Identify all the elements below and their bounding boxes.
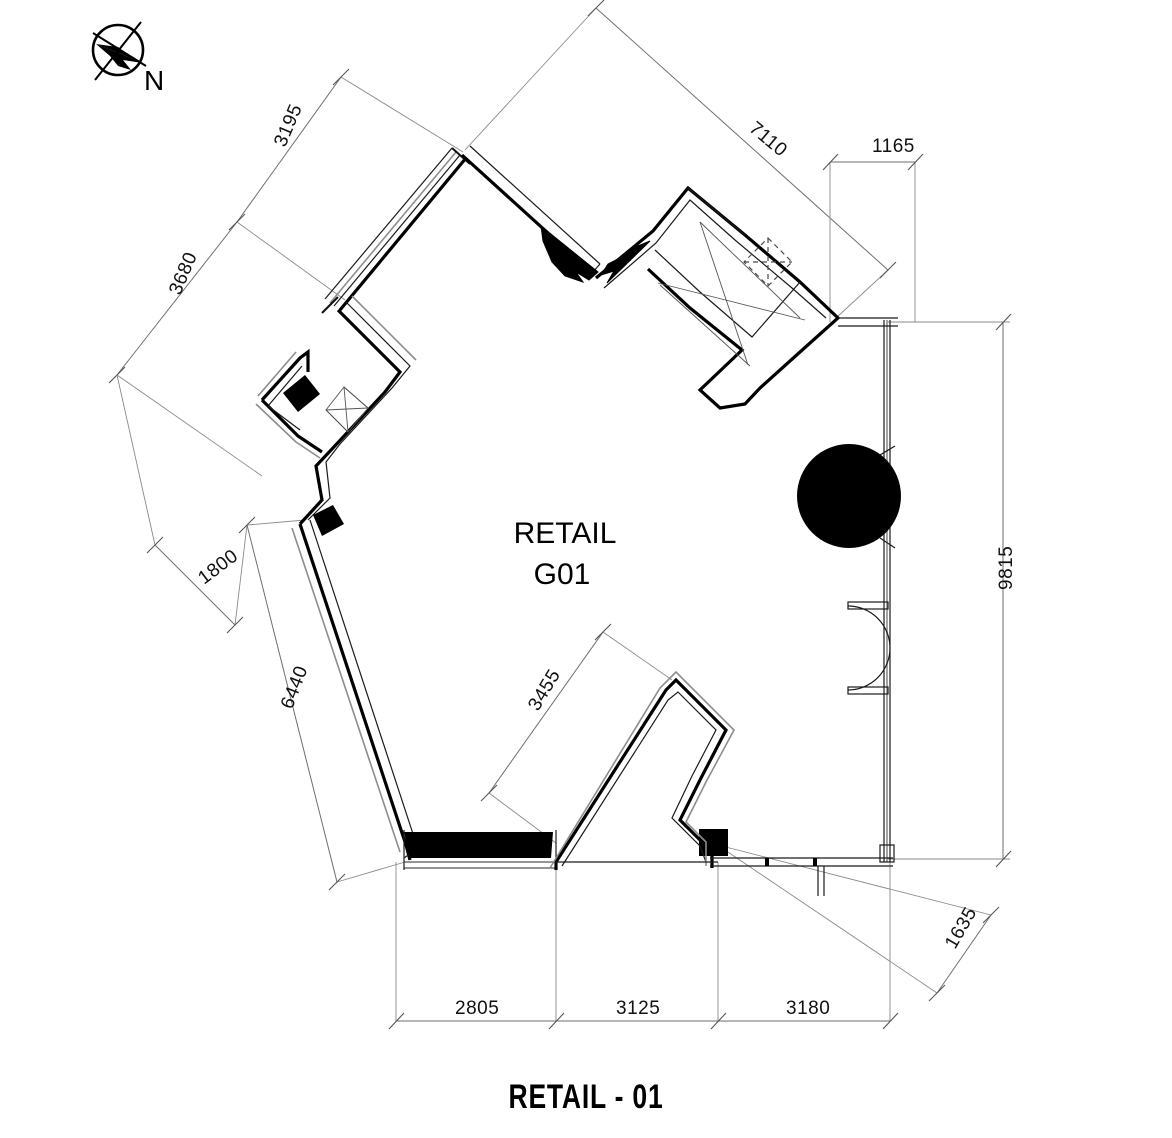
dimension-label: 1635 [941, 904, 981, 953]
alcove-left-middle [255, 295, 417, 526]
dimension-label: 1800 [194, 546, 242, 589]
wall-left-diagonal [291, 519, 419, 861]
room-name-label: RETAIL [514, 517, 617, 550]
dimension-label: 9815 [996, 546, 1017, 590]
dimension-label: 3180 [786, 998, 830, 1019]
shaft-symbol-icon [743, 237, 793, 287]
square-column-icon [283, 375, 320, 412]
shaft-symbol-icon [325, 386, 369, 433]
round-column-icon [797, 444, 901, 548]
dimension-label: 3455 [524, 666, 565, 715]
dimension-label: 6440 [277, 663, 312, 712]
north-arrow-icon [91, 21, 147, 81]
dimension-label: 1165 [872, 136, 915, 157]
compass-north-label: N [144, 65, 164, 96]
wall-bottom-right [710, 857, 893, 896]
alcove-top-right [594, 185, 841, 410]
shopfront-glazing-lines [403, 830, 557, 870]
recess-bottom-centre [549, 670, 735, 870]
wall-right-vertical [838, 317, 898, 863]
pier-wedge-icon [599, 240, 651, 284]
dimension-labels: 3195 3680 1800 6440 7110 1165 9815 3455 … [165, 101, 1017, 1019]
sheet-title: RETAIL - 01 [508, 1078, 664, 1116]
dimension-label: 2805 [455, 998, 499, 1019]
shopfront-glazing-icon [404, 832, 553, 858]
dimension-label: 3195 [270, 101, 307, 150]
dimension-label: 7110 [745, 118, 791, 162]
room-number-label: G01 [534, 558, 591, 591]
dimension-network [108, 0, 1012, 1030]
pier-wedge-icon [540, 224, 599, 283]
door-swing-arc-icon [847, 647, 891, 695]
door-swing-arc-icon [847, 601, 891, 649]
wall-upper-left-glazed [321, 147, 471, 314]
square-column-icon [313, 505, 344, 536]
dimension-label: 3125 [616, 998, 660, 1019]
wall-top-left [460, 145, 601, 275]
